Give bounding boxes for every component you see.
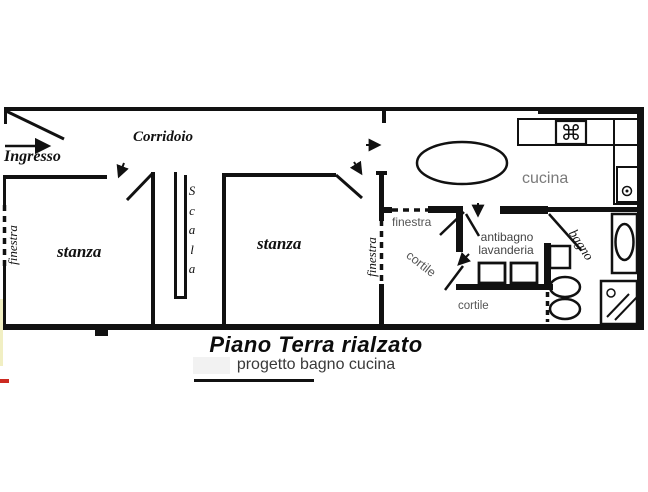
wc-cistern-box (548, 244, 572, 270)
stairs-bottom-hook (174, 296, 187, 299)
label-corridoio: Corridoio (133, 129, 194, 145)
wall-antibagno-left (456, 206, 463, 252)
page-title: Piano Terra rialzato (209, 332, 423, 357)
toilet-oval (548, 275, 582, 299)
label-finestra-center-vertical: finestra (364, 237, 379, 277)
label-antibagno-line2: lavanderia (478, 243, 534, 257)
label-finestra-left: finestra (5, 225, 20, 265)
wall-room1-left-lower (3, 266, 6, 326)
door-swing-entrance (5, 109, 65, 141)
label-antibagno-line1: antibagno (480, 230, 534, 244)
scala-letter: a (188, 222, 196, 237)
wall-bagno-left (544, 243, 551, 290)
wall-room2-right-upper (379, 171, 384, 221)
wall-corridor-kitchen-stub (382, 110, 386, 123)
label-stanza-left: stanza (57, 242, 102, 261)
artifact-red-edge (0, 379, 9, 383)
shower-slash-1 (606, 293, 630, 318)
wall-room1-top (3, 175, 107, 179)
wall-antibagno-bottom (456, 284, 553, 290)
washer-box-2 (509, 261, 539, 285)
stove-burners-glyph: ⌘ (561, 121, 582, 145)
door-swing-room1 (125, 172, 154, 202)
kitchen-sink-drain-inner (625, 189, 629, 193)
stove-icon (554, 119, 588, 146)
label-cucina: cucina (522, 170, 569, 187)
kitchen-counter-vertical (613, 118, 640, 205)
bidet-oval (548, 297, 582, 321)
artifact-yellow-edge (0, 299, 3, 366)
shower-drain-circle (606, 288, 616, 298)
wall-top-main (4, 107, 644, 111)
label-ingresso: Ingresso (4, 148, 61, 165)
door-swing-antibagno-left (439, 211, 465, 236)
arrow-room2-door (349, 160, 363, 176)
door-swing-bagno (548, 213, 582, 251)
bathtub-oval (614, 222, 635, 262)
artifact-black-line (194, 379, 314, 382)
wall-entrance-stub (4, 107, 7, 124)
wall-top-kitchen (538, 107, 644, 114)
wall-room2-left (222, 173, 226, 326)
wall-mid-c (500, 206, 548, 214)
arrow-room1-door (116, 162, 129, 179)
wall-right-outer (637, 107, 644, 330)
door-swing-cortile (444, 265, 464, 291)
door-swing-room2 (335, 173, 363, 200)
washer-box-1 (477, 261, 507, 285)
wall-mid-a (381, 207, 392, 213)
kitchen-table-oval (415, 140, 509, 186)
wall-bottom-outer (3, 324, 644, 330)
arrow-cortile-door (457, 252, 471, 266)
scala-letter: S (188, 183, 196, 198)
kitchen-sink-drain-outer (621, 185, 633, 197)
wall-room1-left-upper (3, 175, 6, 207)
wall-tick-room1-bottom (95, 330, 108, 336)
label-finestra-horizontal: finestra (392, 215, 432, 229)
stairs-line-left (174, 172, 177, 298)
page-subtitle: progetto bagno cucina (236, 356, 396, 373)
scala-letter: l (190, 241, 194, 257)
wall-room1-right (151, 172, 155, 326)
kitchen-sink-box (616, 166, 639, 203)
scala-letter: a (188, 261, 196, 276)
label-cortile-lower: cortile (458, 300, 489, 312)
wall-room2-right-hook (376, 171, 387, 175)
scala-letter: c (189, 202, 195, 218)
wall-room2-top (222, 173, 336, 177)
wall-mid-d (548, 207, 644, 212)
wall-mid-b (428, 206, 458, 213)
shower-slash-2 (614, 296, 638, 321)
artifact-gray-box (193, 357, 230, 374)
wall-room2-right-lower (379, 284, 384, 326)
label-stanza-center: stanza (257, 234, 302, 253)
stairs-line-right (184, 175, 187, 297)
door-swing-antibagno-right (464, 213, 481, 237)
label-scala-vertical: S c a l a (183, 181, 201, 279)
